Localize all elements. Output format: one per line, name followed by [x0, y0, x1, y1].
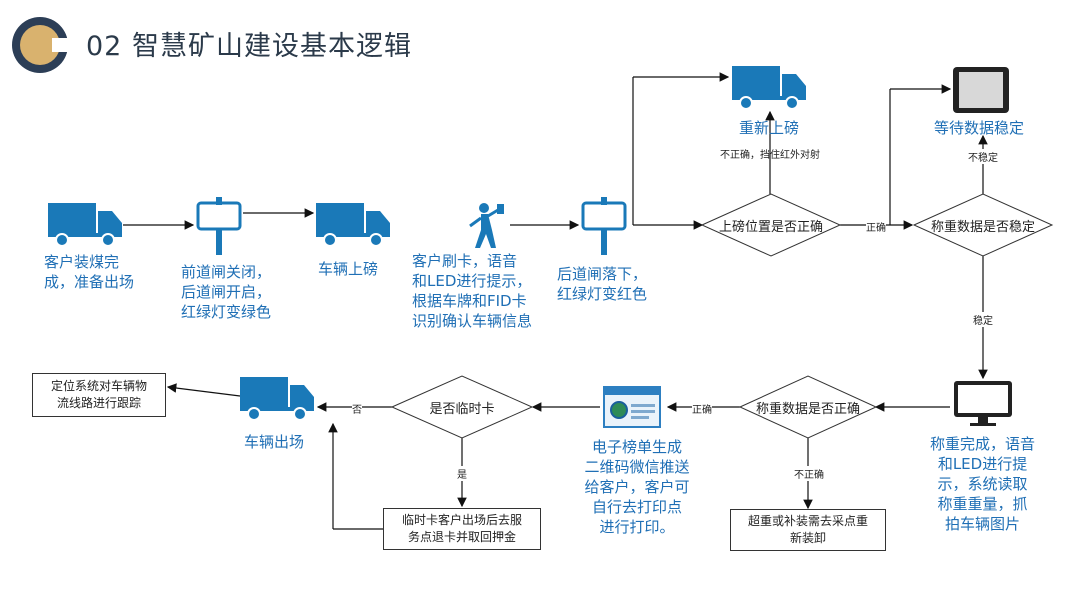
- step-front-gate: 前道闸关闭， 后道闸开启， 红绿灯变绿色: [181, 262, 271, 322]
- text-line: 示，系统读取: [937, 475, 1028, 493]
- decision-position-label: 上磅位置是否正确: [718, 220, 823, 235]
- text-line: 超重或补装需去采点重: [747, 514, 868, 528]
- decision-stable-label: 称重数据是否稳定: [930, 220, 1035, 235]
- text-line: 红绿灯变红色: [557, 285, 648, 303]
- logo-notch: [52, 38, 76, 52]
- decision-position-diamond: [700, 193, 842, 257]
- browser-icon: [603, 386, 661, 428]
- tablet-icon: [953, 67, 1009, 113]
- text-line: 称重重量，抓: [937, 495, 1028, 513]
- text-line: 前道闸关闭，: [181, 263, 272, 281]
- step-back-gate: 后道闸落下， 红绿灯变红色: [557, 264, 647, 304]
- text-line: 新装卸: [789, 531, 826, 545]
- truck-icon: [48, 203, 122, 247]
- text-line: 二维码微信推送: [584, 458, 690, 476]
- decision-correct-label: 称重数据是否正确: [755, 402, 860, 417]
- text-line: 给客户，客户可: [584, 478, 690, 496]
- decision-tempcard-diamond: [390, 375, 534, 439]
- text-line: 成，准备出场: [44, 273, 135, 291]
- text-line: 流线路进行跟踪: [56, 396, 141, 410]
- edge-label-no: 否: [352, 401, 362, 416]
- edge-label-incorrect-block: 不正确，挡住红外对射: [720, 150, 820, 161]
- edge-label-correct: 正确: [866, 219, 886, 234]
- box-tracking: 定位系统对车辆物 流线路进行跟踪: [32, 373, 166, 417]
- edge-label-stable: 稳定: [973, 312, 993, 327]
- box-temp-card-return: 临时卡客户出场后去服 务点退卡并取回押金: [383, 508, 541, 550]
- text-line: 后道闸开启，: [181, 283, 272, 301]
- text-line: 拍车辆图片: [945, 515, 1021, 533]
- step-weigh-done: 称重完成，语音 和LED进行提 示，系统读取 称重重量，抓 拍车辆图片: [930, 434, 1035, 534]
- text-line: 进行打印。: [599, 518, 675, 536]
- edge-label-yes: 是: [457, 466, 467, 481]
- text-line: 电子榜单生成: [591, 438, 682, 456]
- monitor-icon: [954, 381, 1012, 426]
- gate-sign-icon: [196, 197, 242, 255]
- step-vehicle-exit: 车辆出场: [244, 433, 305, 451]
- truck-icon: [732, 66, 806, 110]
- text-line: 根据车牌和FID卡: [412, 292, 527, 310]
- text-line: 客户刷卡，语音: [412, 252, 518, 270]
- text-line: 和LED进行提: [937, 455, 1028, 473]
- edge-label-incorrect: 不正确: [794, 466, 824, 481]
- text-line: 客户装煤完: [44, 253, 120, 271]
- text-line: 识别确认车辆信息: [412, 312, 533, 330]
- truck-icon: [240, 377, 314, 421]
- text-line: 红绿灯变绿色: [181, 303, 272, 321]
- decision-stable-diamond: [912, 193, 1054, 257]
- step-customer-ready: 客户装煤完 成，准备出场: [44, 252, 134, 292]
- person-card-icon: [469, 203, 504, 248]
- decision-tempcard-label: 是否临时卡: [429, 402, 495, 417]
- step-wait-stable: 等待数据稳定: [934, 119, 1025, 137]
- gate-sign-icon: [581, 197, 627, 255]
- truck-icon: [316, 203, 390, 247]
- decision-correct-diamond: [738, 375, 878, 439]
- edge-label-correct2: 正确: [692, 401, 712, 416]
- step-reweigh: 重新上磅: [739, 119, 800, 137]
- text-line: 后道闸落下，: [557, 265, 648, 283]
- text-line: 定位系统对车辆物: [50, 379, 147, 393]
- page-title: 02 智慧矿山建设基本逻辑: [86, 31, 412, 62]
- step-vehicle-on-scale: 车辆上磅: [318, 260, 379, 278]
- text-line: 称重完成，语音: [930, 435, 1036, 453]
- step-card-swipe: 客户刷卡，语音 和LED进行提示， 根据车牌和FID卡 识别确认车辆信息: [412, 251, 532, 331]
- text-line: 临时卡客户出场后去服: [401, 513, 522, 527]
- text-line: 和LED进行提示，: [412, 272, 532, 290]
- text-line: 务点退卡并取回押金: [407, 530, 516, 544]
- text-line: 自行去打印点: [591, 498, 682, 516]
- box-overweight: 超重或补装需去采点重 新装卸: [730, 509, 886, 551]
- step-e-ticket: 电子榜单生成 二维码微信推送 给客户，客户可 自行去打印点 进行打印。: [576, 437, 698, 537]
- edge-label-unstable: 不稳定: [968, 149, 998, 164]
